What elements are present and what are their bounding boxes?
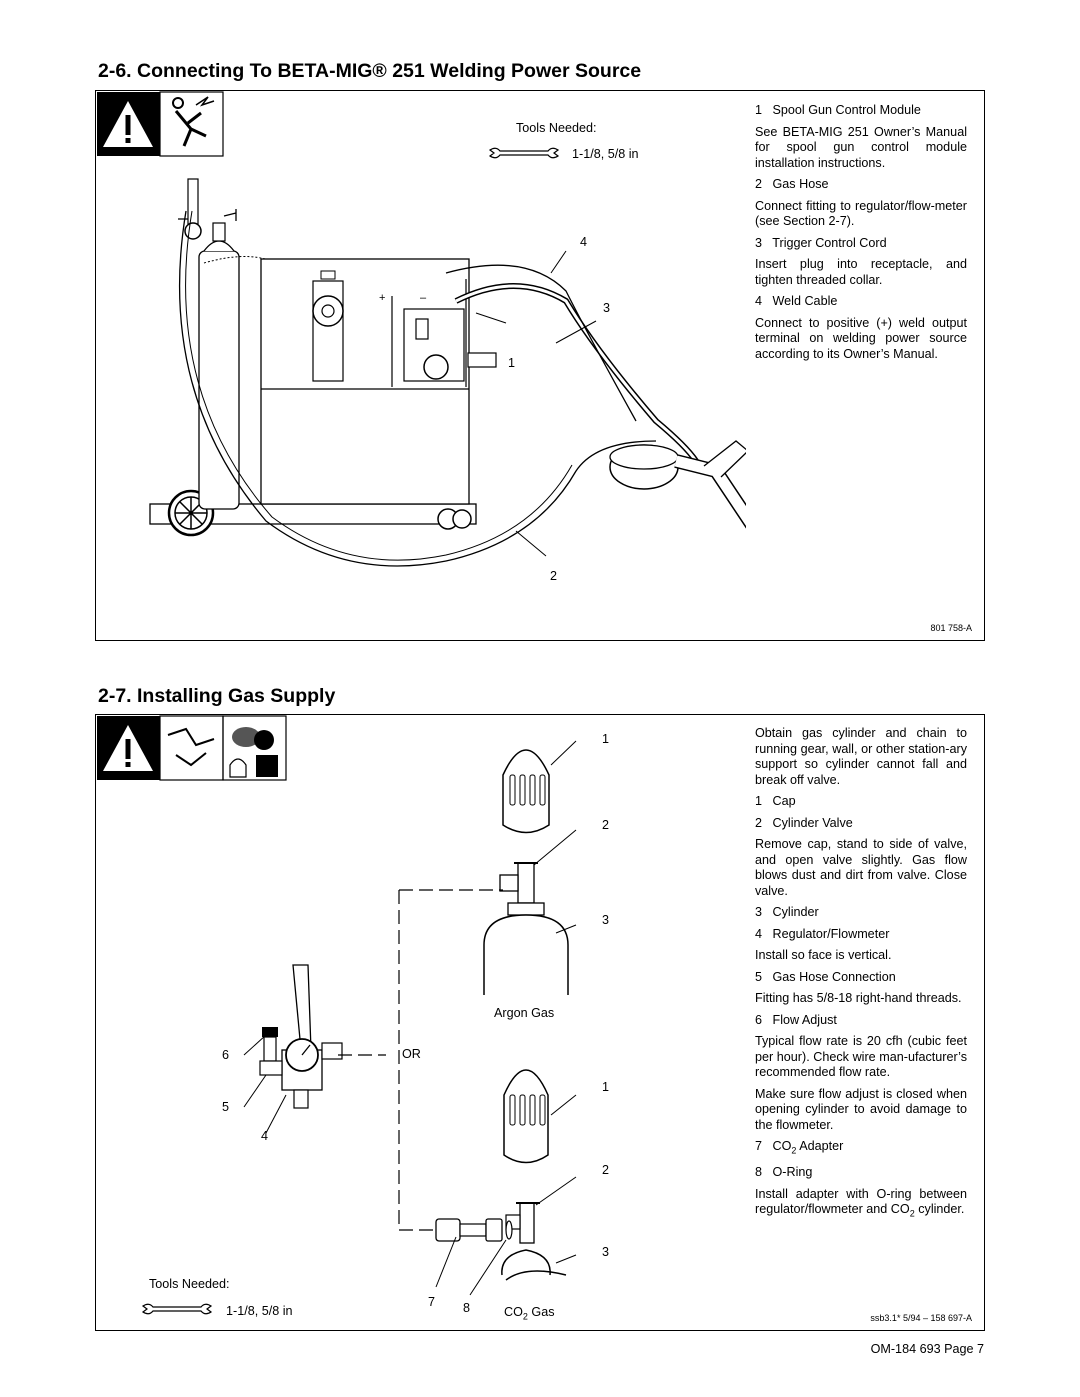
- callout-6: 6: [222, 1048, 230, 1062]
- callout-3-co2: 3: [602, 1245, 610, 1259]
- control-knob: [312, 295, 344, 327]
- gas-hose: [178, 210, 657, 567]
- tools-sizes: 1-1/8, 5/8 in: [226, 1304, 293, 1318]
- item-7-title: 7 CO2 Adapter: [755, 1139, 844, 1156]
- electric-shock-icon: [159, 91, 224, 157]
- item-4-title: 4 Weld Cable: [755, 294, 838, 308]
- section-2-7-heading: 2-7. Installing Gas Supply: [98, 685, 336, 707]
- callout-3: 3: [603, 301, 611, 315]
- callout-8: 8: [463, 1301, 471, 1315]
- callout-1: 1: [508, 356, 516, 370]
- item-3-text: Insert plug into receptacle, and tighten…: [755, 257, 967, 287]
- gas-supply-illustration: [97, 715, 577, 1296]
- gas-cylinder: [198, 250, 240, 510]
- callout-2-argon: 2: [602, 818, 610, 832]
- tools-needed-label: Tools Needed:: [516, 121, 597, 135]
- caster-wheel: [452, 509, 472, 529]
- item-6-text: Typical flow rate is 20 cfh (cubic feet …: [755, 1034, 967, 1079]
- item-3-title: 3 Cylinder: [755, 905, 819, 919]
- wrench-icon: [488, 147, 560, 159]
- svg-text:–: –: [420, 292, 427, 304]
- section-2-7-box: 1 2 3 Argon Gas OR 1 2 3 6 5 4 7 8 CO2 G…: [95, 714, 985, 1331]
- gas-hose-connection: [321, 1042, 343, 1060]
- section-2-6-heading: 2-6. Connecting To BETA-MIG® 251 Welding…: [98, 60, 642, 82]
- page-footer: OM-184 693 Page 7: [870, 1342, 984, 1356]
- welding-hazard-icon: [159, 715, 224, 781]
- wire-feed-compartment: [403, 308, 465, 382]
- flow-adjust-knob: [262, 1027, 278, 1037]
- item-5-text: Fitting has 5/8-18 right-hand threads.: [755, 991, 962, 1005]
- co2-cylinder-valve: [519, 1202, 535, 1244]
- callout-2-co2: 2: [602, 1163, 610, 1177]
- spool-gun: [674, 455, 746, 526]
- argon-gas-label: Argon Gas: [494, 1006, 555, 1020]
- welder-connection-illustration: + –: [97, 91, 746, 567]
- callout-1-co2: 1: [602, 1080, 610, 1094]
- figure-id: 801 758-A: [930, 623, 972, 633]
- item-2-text: Remove cap, stand to side of valve, and …: [755, 837, 967, 898]
- co2-adapter: [435, 1218, 461, 1242]
- item-6-caution: Make sure flow adjust is closed when ope…: [755, 1086, 967, 1132]
- weld-cable: [445, 264, 637, 422]
- spool-gun-handle: [703, 440, 746, 478]
- instructions-column: Obtain gas cylinder and chain to running…: [755, 726, 967, 1228]
- callout-2: 2: [550, 569, 558, 583]
- trigger-control-cord: [454, 283, 699, 463]
- connection-bracket: [338, 889, 503, 1231]
- intro-text: Obtain gas cylinder and chain to running…: [755, 726, 967, 787]
- item-2-text: Connect fitting to regulator/flow-meter …: [755, 198, 967, 229]
- co2-cylinder: [501, 1249, 551, 1276]
- figure-id: ssb3.1* 5/94 – 158 697-A: [870, 1313, 972, 1323]
- cylinder-hazard-icon: [222, 715, 287, 781]
- co2-cylinder-cap: [503, 1069, 549, 1164]
- svg-text:+: +: [379, 292, 385, 304]
- item-1-title: 1 Cap: [755, 794, 796, 808]
- item-4-text: Install so face is vertical.: [755, 948, 892, 962]
- wrench-icon: [141, 1303, 213, 1315]
- flowmeter-tube: [292, 964, 312, 1051]
- callout-1-argon: 1: [602, 732, 610, 746]
- argon-cylinder-valve: [517, 862, 535, 904]
- instructions-column: 1 Spool Gun Control Module See BETA-MIG …: [755, 103, 967, 368]
- spool-gun-control-module: [467, 352, 497, 368]
- item-5-title: 5 Gas Hose Connection: [755, 969, 896, 984]
- argon-cylinder-cap: [502, 749, 550, 834]
- or-label: OR: [402, 1047, 421, 1061]
- callout-3-argon: 3: [602, 913, 610, 927]
- item-4-title: 4 Regulator/Flowmeter: [755, 926, 890, 941]
- section-2-6-box: + – Tools Needed: 1-1/8, 5/8 in 4 3 1 2 …: [95, 90, 985, 641]
- item-8-title: 8 O-Ring: [755, 1165, 813, 1180]
- item-6-title: 6 Flow Adjust: [755, 1012, 837, 1027]
- item-2-title: 2 Gas Hose: [755, 177, 829, 191]
- flowmeter: [187, 178, 199, 225]
- tools-needed-label: Tools Needed:: [149, 1277, 230, 1291]
- item-1-title: 1 Spool Gun Control Module: [755, 103, 921, 117]
- argon-cylinder: [483, 914, 569, 995]
- item-2-title: 2 Cylinder Valve: [755, 815, 853, 830]
- tools-sizes: 1-1/8, 5/8 in: [572, 147, 639, 161]
- item-4-text: Connect to positive (+) weld output term…: [755, 315, 967, 361]
- callout-4: 4: [261, 1129, 269, 1143]
- item-8-text: Install adapter with O-ring between regu…: [755, 1186, 967, 1219]
- callout-5: 5: [222, 1100, 230, 1114]
- callout-7: 7: [428, 1295, 436, 1309]
- o-ring: [505, 1220, 513, 1240]
- item-3-title: 3 Trigger Control Cord: [755, 235, 887, 250]
- co2-gas-label: CO2 Gas: [504, 1305, 555, 1322]
- callout-4: 4: [580, 235, 588, 249]
- item-1-text: See BETA-MIG 251 Owner’s Manual for spoo…: [755, 124, 967, 170]
